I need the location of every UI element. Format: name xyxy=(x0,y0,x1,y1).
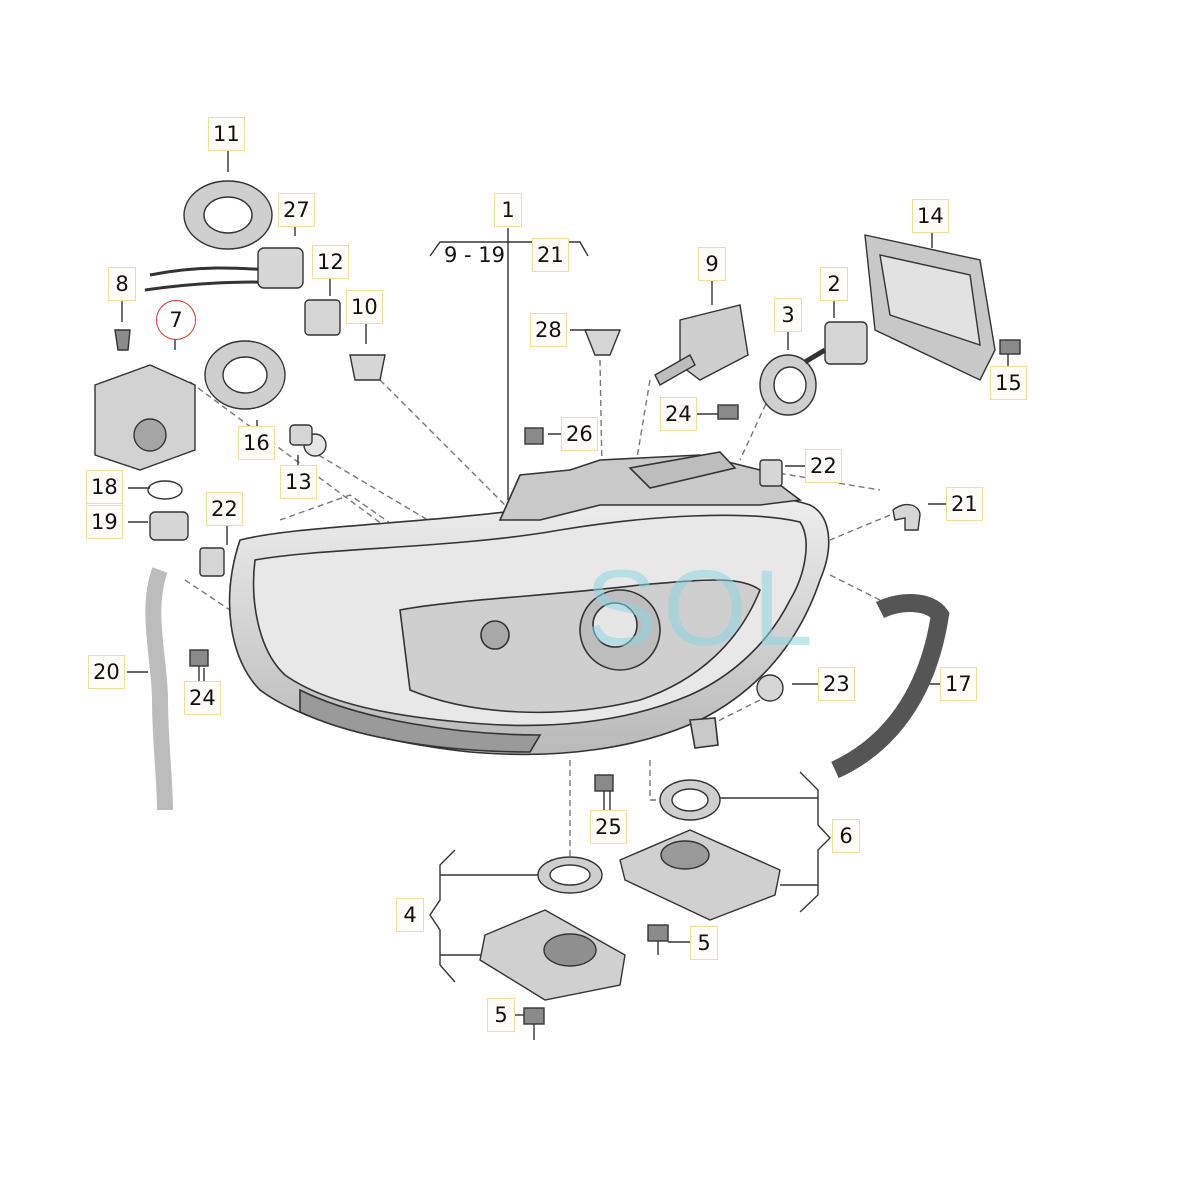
callout-24-left: 24 xyxy=(184,681,221,715)
callout-5-bottom: 5 xyxy=(487,998,515,1032)
callout-27: 27 xyxy=(278,193,315,227)
callout-19: 19 xyxy=(86,505,123,539)
module-6 xyxy=(619,829,781,921)
callout-13: 13 xyxy=(280,465,317,499)
callout-9: 9 xyxy=(698,247,726,281)
callout-26: 26 xyxy=(561,417,598,451)
watermark: SOL xyxy=(585,547,820,668)
callout-16: 16 xyxy=(238,426,275,460)
callout-11: 11 xyxy=(208,117,245,151)
callout-6: 6 xyxy=(832,819,860,853)
callout-1-right: 21 xyxy=(532,238,569,272)
callout-25: 25 xyxy=(590,810,627,844)
callout-17: 17 xyxy=(940,667,977,701)
callout-23: 23 xyxy=(818,667,855,701)
small-parts xyxy=(94,180,1021,1040)
callout-2: 2 xyxy=(820,267,848,301)
callout-28: 28 xyxy=(530,313,567,347)
callout-1-range: 9 - 19 xyxy=(444,243,506,267)
callout-21: 21 xyxy=(946,487,983,521)
callout-3: 3 xyxy=(774,298,802,332)
callout-18: 18 xyxy=(86,470,123,504)
callout-8: 8 xyxy=(108,267,136,301)
callout-15: 15 xyxy=(990,366,1027,400)
callout-20: 20 xyxy=(88,655,125,689)
callout-4: 4 xyxy=(396,898,424,932)
callout-24-top: 24 xyxy=(660,397,697,431)
callout-1: 1 xyxy=(494,193,522,227)
callout-22-right: 22 xyxy=(805,449,842,483)
callout-14: 14 xyxy=(912,199,949,233)
control-unit-7 xyxy=(94,364,196,471)
callout-12: 12 xyxy=(312,245,349,279)
callout-5-right: 5 xyxy=(690,926,718,960)
callout-22-left: 22 xyxy=(206,492,243,526)
headlight-housing xyxy=(228,451,830,756)
callout-10: 10 xyxy=(346,290,383,324)
callout-7-highlighted: 7 xyxy=(156,300,196,340)
